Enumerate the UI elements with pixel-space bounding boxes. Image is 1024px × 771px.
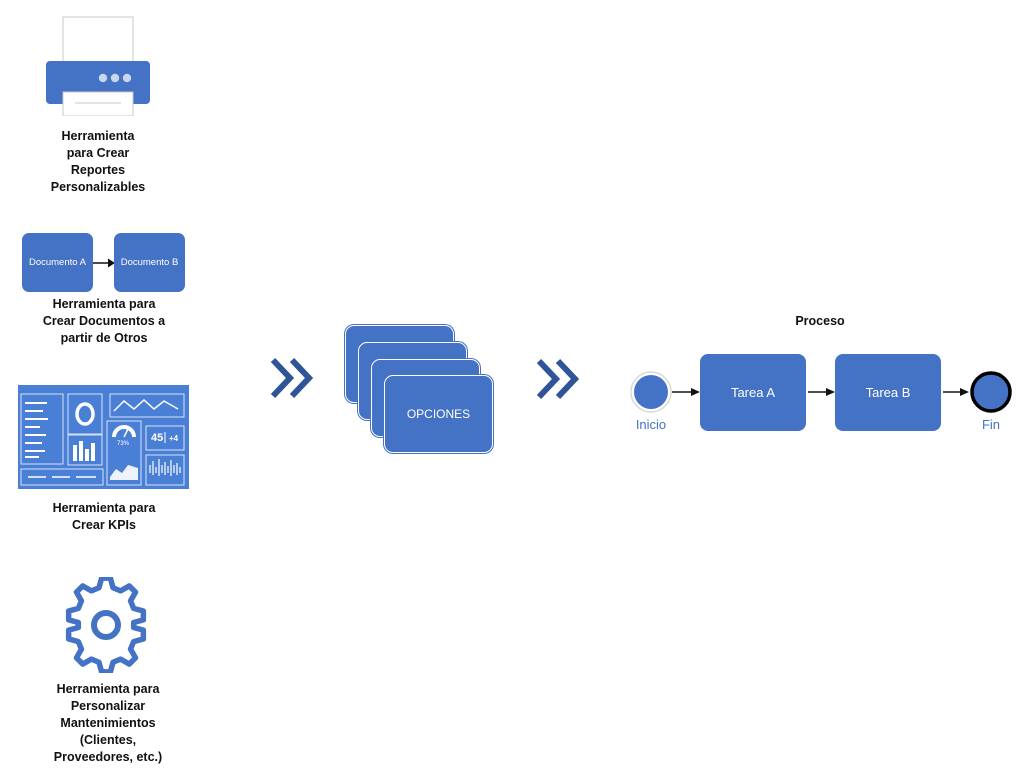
end-event (970, 371, 1012, 413)
document-a-label: Documento A (28, 257, 87, 268)
metric-b-value: +4 (169, 434, 179, 443)
arrow-icon (93, 258, 115, 268)
double-chevron-right-icon (270, 357, 316, 399)
process-title: Proceso (795, 314, 845, 328)
start-event-label: Inicio (635, 417, 667, 432)
document-b-box: Documento B (114, 233, 185, 292)
tool-caption-documents: Herramienta para Crear Documentos a part… (42, 297, 166, 345)
document-b-label: Documento B (120, 257, 179, 268)
task-b-label: Tarea B (865, 385, 911, 400)
process-connectors (630, 371, 1012, 413)
tool-caption-maintenance: Herramienta para Personalizar Mantenimie… (53, 682, 163, 764)
options-card[interactable]: OPCIONES (384, 375, 493, 453)
task-a-label: Tarea A (730, 385, 776, 400)
tool-caption-reports: Herramienta para Crear Reportes Personal… (50, 129, 146, 194)
document-a-box: Documento A (22, 233, 93, 292)
printer-icon (45, 16, 151, 117)
task-b[interactable]: Tarea B (835, 354, 941, 431)
options-label: OPCIONES (406, 407, 471, 421)
dashboard-icon: 73% 45 +4 (18, 385, 189, 489)
double-chevron-right-icon (536, 358, 582, 400)
options-stack: OPCIONES (340, 320, 500, 460)
gear-icon (58, 575, 154, 675)
tool-caption-kpis: Herramienta para Crear KPIs (52, 501, 156, 532)
task-a[interactable]: Tarea A (700, 354, 806, 431)
metric-a-value: 45 (151, 432, 164, 444)
gauge-value: 73% (117, 441, 130, 447)
documents-icon: Documento A Documento B (22, 233, 187, 293)
end-event-label: Fin (981, 417, 1001, 432)
